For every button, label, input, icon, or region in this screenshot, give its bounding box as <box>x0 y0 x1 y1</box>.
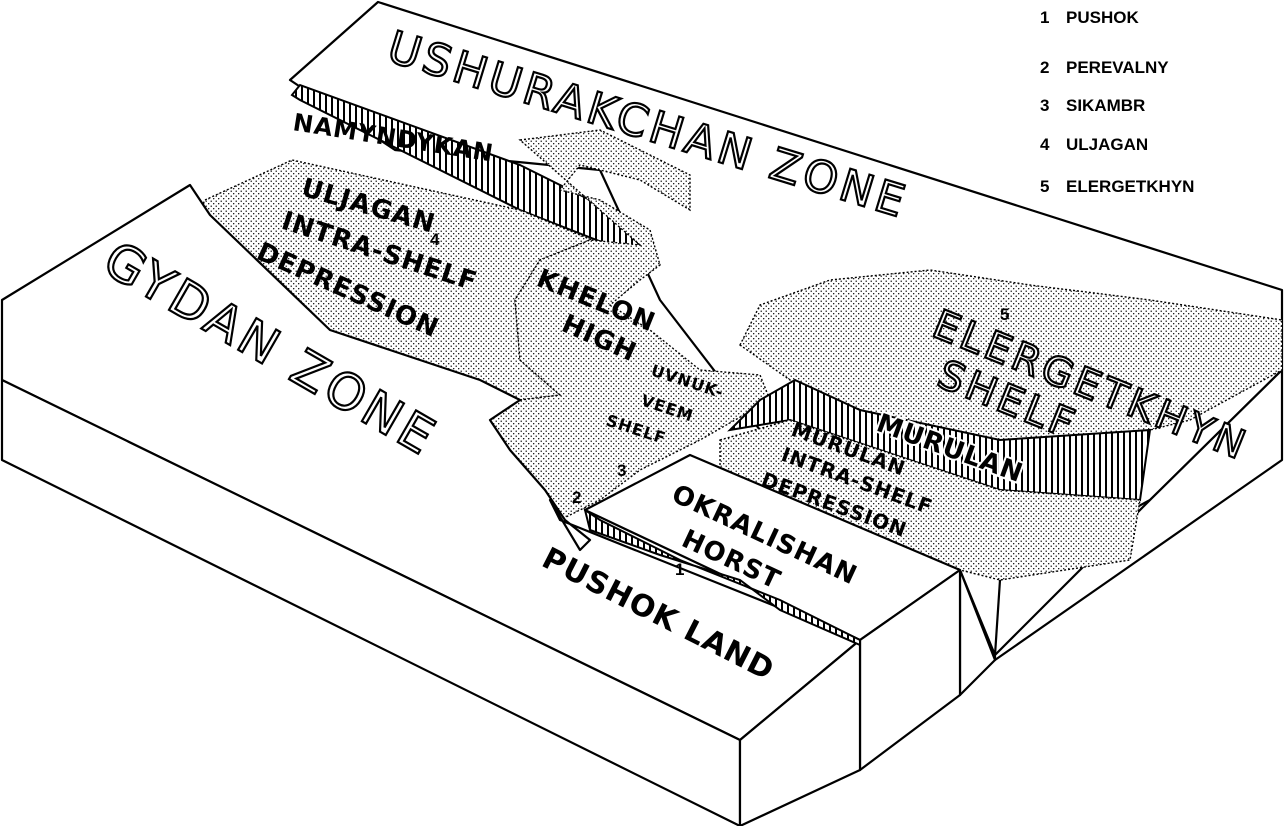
legend-name-4: ULJAGAN <box>1066 135 1148 154</box>
legend-number-3: 3 <box>1040 96 1049 115</box>
marker-3: 3 <box>617 461 626 480</box>
marker-5: 5 <box>1000 305 1009 324</box>
legend-name-3: SIKAMBR <box>1066 96 1145 115</box>
legend-name-5: ELERGETKHYN <box>1066 177 1194 196</box>
marker-4: 4 <box>430 230 440 249</box>
okralishan-horst-block <box>583 453 962 826</box>
legend: 1 PUSHOK 2 PEREVALNY 3 SIKAMBR 4 ULJAGAN… <box>1040 8 1194 196</box>
legend-number-2: 2 <box>1040 58 1049 77</box>
legend-name-2: PEREVALNY <box>1066 58 1169 77</box>
legend-name-1: PUSHOK <box>1066 8 1139 27</box>
pushok-scarp <box>583 507 861 647</box>
legend-number-5: 5 <box>1040 177 1049 196</box>
legend-number-4: 4 <box>1040 135 1050 154</box>
marker-2: 2 <box>572 488 581 507</box>
legend-number-1: 1 <box>1040 8 1049 27</box>
khelon-high-area <box>489 129 771 521</box>
marker-1: 1 <box>675 560 684 579</box>
